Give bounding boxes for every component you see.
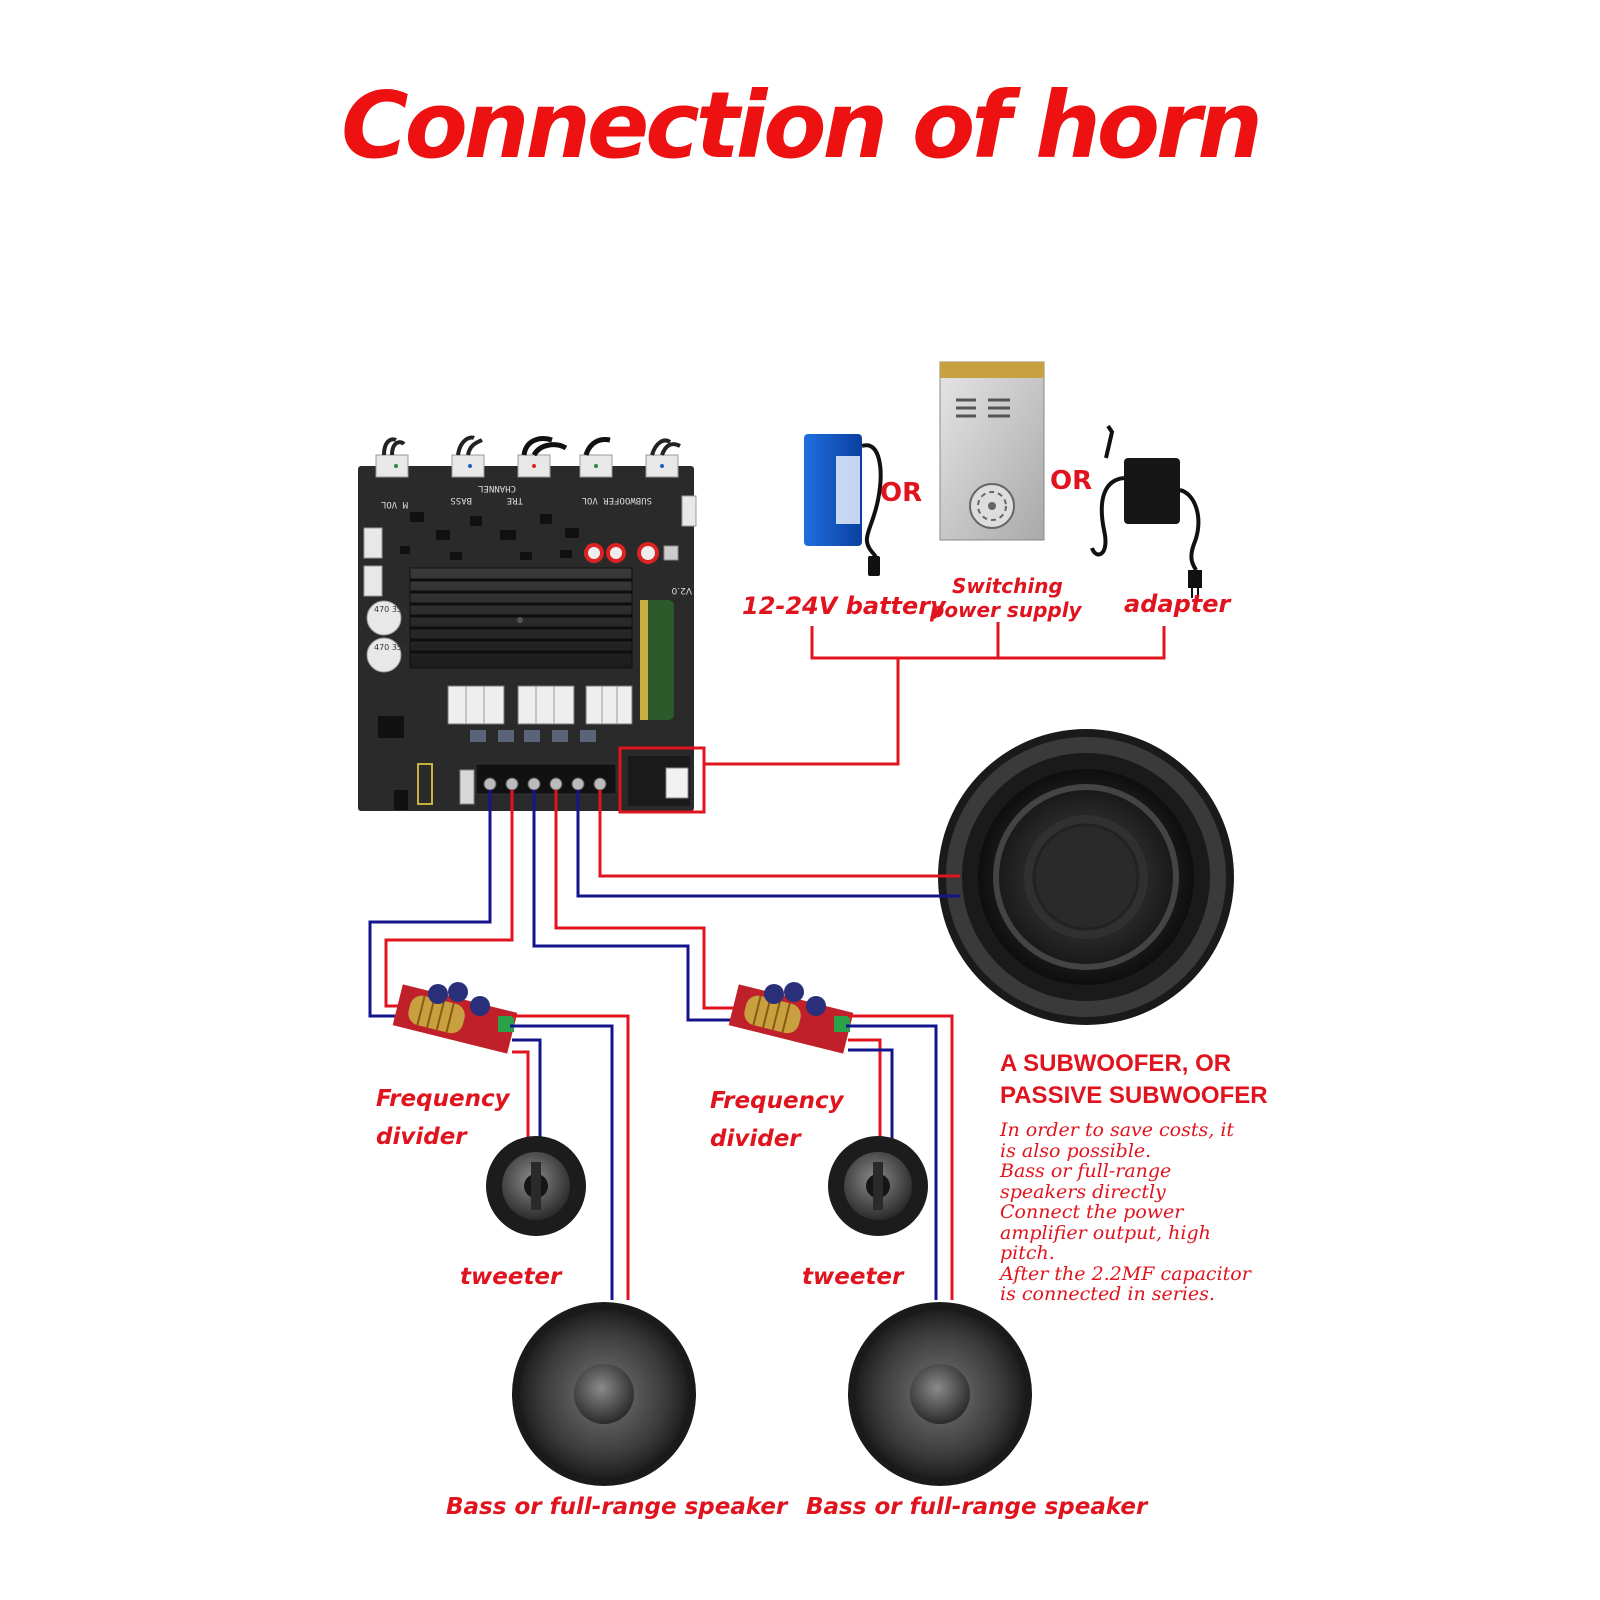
right-woofer: [848, 1302, 1032, 1486]
electrolytic-capacitors: 470 35V 470 35V: [366, 600, 408, 673]
psu-label-line1: Switching: [952, 574, 1063, 598]
note-line: In order to save costs, it: [1000, 1119, 1235, 1141]
power-adapter: [1090, 424, 1202, 598]
or-label-1: OR: [880, 478, 923, 508]
left-tweeter-label: tweeter: [460, 1264, 562, 1290]
psu-label-line2: power supply: [930, 598, 1082, 622]
battery-label: 12-24V battery: [742, 592, 946, 620]
silk-channel: CHANNEL: [478, 483, 516, 493]
bulk-capacitor: [640, 600, 674, 720]
subwoofer-note-body: In order to save costs, it is also possi…: [1000, 1120, 1270, 1305]
note-line: amplifier output, high: [1000, 1221, 1211, 1244]
left-tweeter: [486, 1136, 586, 1236]
subwoofer-note-title: A SUBWOOFER, OR PASSIVE SUBWOOFER: [1000, 1048, 1268, 1112]
silk-version: V2.0: [671, 585, 692, 595]
note-line: speakers directly: [1000, 1180, 1166, 1203]
left-woofer-label: Bass or full-range speaker: [446, 1494, 788, 1520]
right-frequency-divider: [728, 982, 854, 1054]
right-tweeter: [828, 1136, 928, 1236]
input-connectors: [375, 435, 681, 478]
left-divider-label-line2: divider: [376, 1124, 467, 1150]
note-line: Bass or full-range: [1000, 1160, 1172, 1182]
right-tweeter-wires: [848, 1038, 894, 1140]
speaker-terminal-block: [475, 763, 617, 795]
chip: [378, 716, 404, 738]
left-channel-wires: [368, 790, 514, 1018]
right-tweeter-label: tweeter: [802, 1264, 904, 1290]
note-line: is also possible.: [1000, 1139, 1152, 1162]
power-input-connector: [618, 746, 706, 814]
right-divider-label-line2: divider: [710, 1126, 801, 1152]
silk-treble: TRE: [507, 495, 523, 505]
note-line: pitch.: [1000, 1242, 1055, 1264]
subwoofer-wires: [576, 790, 960, 898]
silk-sub-vol: SUBWOOFER VOL: [582, 495, 652, 505]
or-label-2: OR: [1050, 466, 1093, 496]
right-woofer-wires: [846, 1014, 954, 1300]
diagram-title: Connection of horn: [341, 72, 1263, 179]
silk-vol: M VOL: [381, 499, 408, 509]
amplifier-board: M VOL BASS TRE CHANNEL SUBWOOFER VOL 470…: [358, 435, 706, 814]
left-frequency-divider: [392, 982, 518, 1054]
left-divider-label-line1: Frequency: [376, 1086, 510, 1112]
left-tweeter-wires: [512, 1038, 542, 1140]
cap1-label: 470 35V: [374, 605, 408, 614]
note-line: Connect the power: [1000, 1201, 1184, 1223]
output-inductors: [447, 685, 633, 742]
left-woofer: [512, 1302, 696, 1486]
subwoofer-note-title-line2: PASSIVE SUBWOOFER: [1000, 1082, 1268, 1109]
right-divider-label-line1: Frequency: [710, 1088, 844, 1114]
note-line: After the 2.2MF capacitor: [1000, 1262, 1251, 1285]
silk-bass: BASS: [450, 495, 472, 505]
left-woofer-wires: [510, 1014, 630, 1300]
subwoofer-note-title-line1: A SUBWOOFER, OR: [1000, 1050, 1232, 1077]
adapter-label: adapter: [1124, 590, 1231, 618]
battery-pack: [804, 434, 883, 576]
note-line: is connected in series.: [1000, 1283, 1215, 1305]
heatsink: [409, 567, 633, 669]
small-capacitors: [584, 542, 679, 564]
switching-power-supply: [939, 361, 1045, 541]
power-wires: [704, 622, 1166, 766]
bluetooth-antenna: [417, 763, 433, 805]
cap2-label: 470 35V: [374, 643, 408, 652]
right-woofer-label: Bass or full-range speaker: [806, 1494, 1148, 1520]
right-channel-wires: [532, 790, 742, 1022]
subwoofer: [938, 729, 1234, 1025]
